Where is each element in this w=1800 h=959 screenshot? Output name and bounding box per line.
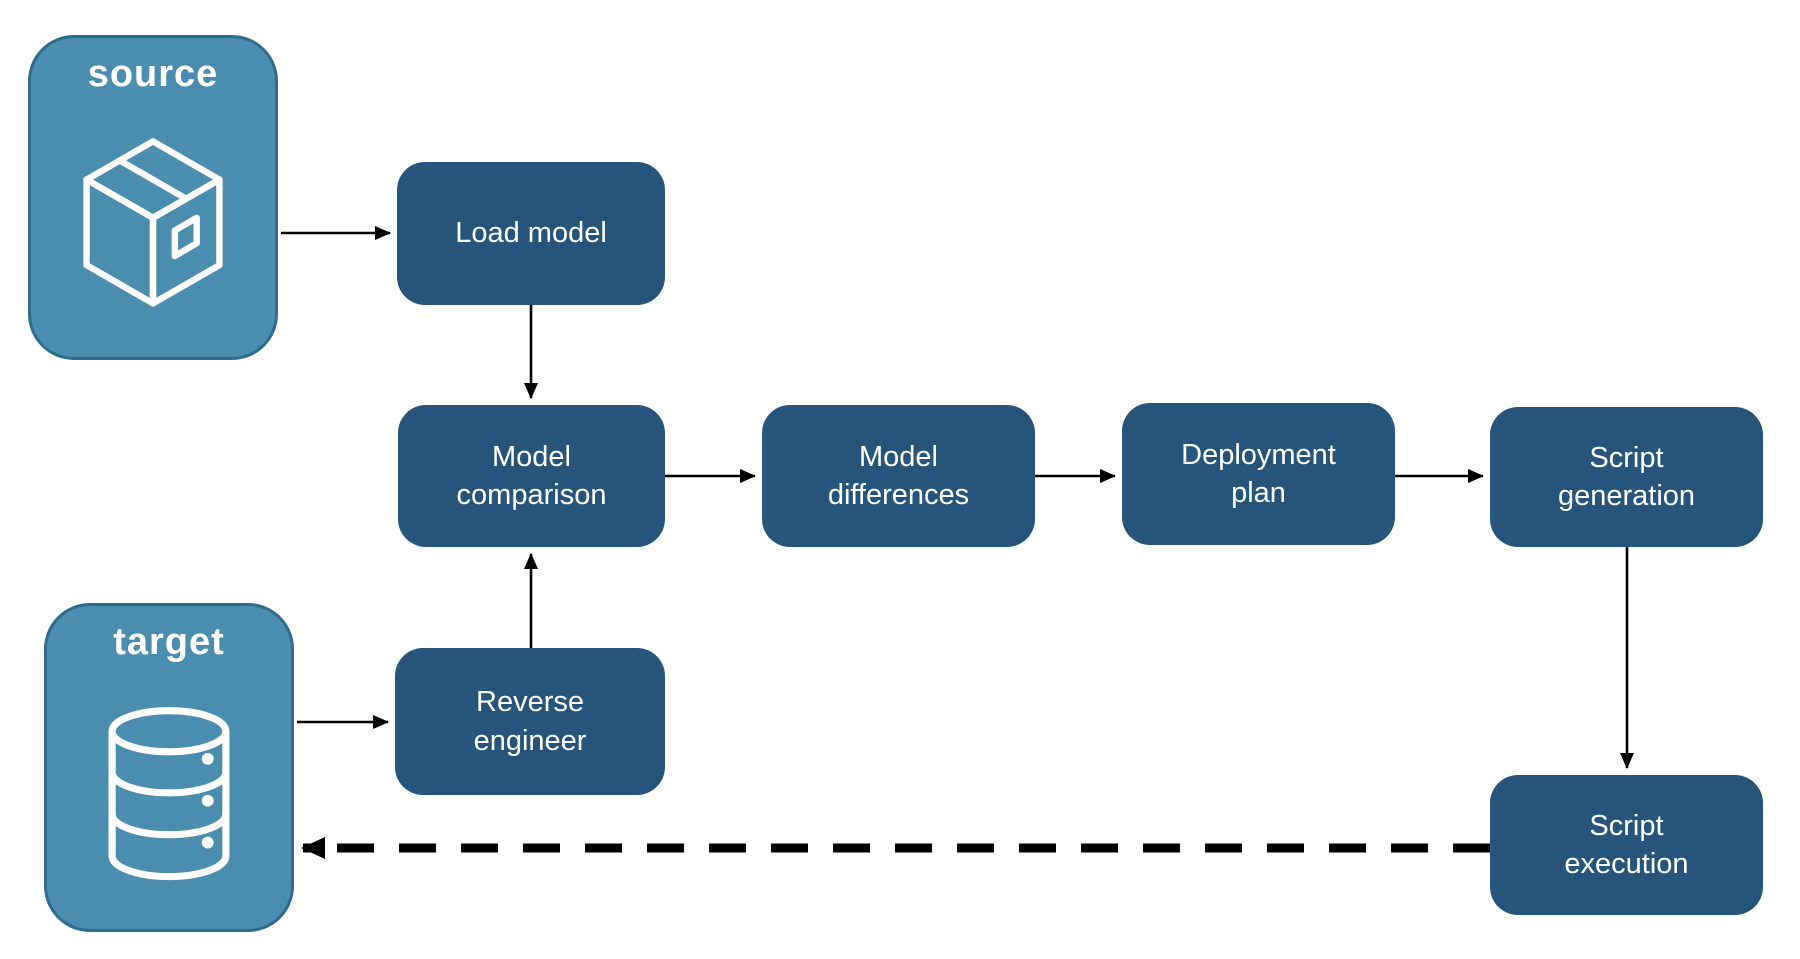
node-model-comparison: Model comparison <box>398 405 665 547</box>
node-load-model: Load model <box>397 162 665 305</box>
database-icon <box>47 664 291 929</box>
package-box-icon <box>31 96 275 357</box>
node-script-generation: Script generation <box>1490 407 1763 547</box>
source-endpoint: source <box>28 35 278 360</box>
node-reverse-engineer: Reverse engineer <box>395 648 665 795</box>
node-script-execution: Script execution <box>1490 775 1763 915</box>
target-label: target <box>113 621 225 663</box>
node-deployment-plan: Deployment plan <box>1122 403 1395 545</box>
node-model-differences: Model differences <box>762 405 1035 547</box>
source-label: source <box>87 53 219 95</box>
target-endpoint: target <box>44 603 294 932</box>
